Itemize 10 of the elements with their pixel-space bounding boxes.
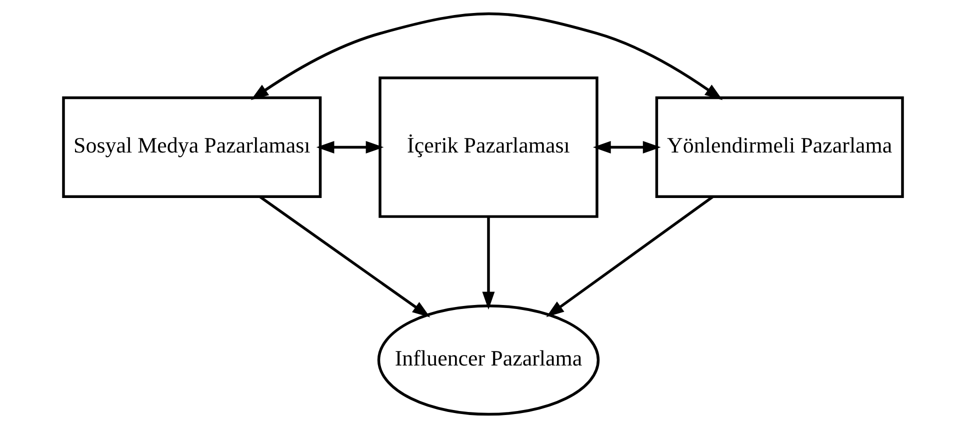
- arrow: [546, 196, 714, 318]
- node-box: Sosyal Medya Pazarlaması: [62, 96, 322, 198]
- node-box: İçerik Pazarlaması: [378, 76, 598, 218]
- arrow: [258, 196, 430, 318]
- arrow: [316, 140, 384, 154]
- node-box: Yönlendirmeli Pazarlama: [654, 96, 904, 198]
- node-ellipse: Influencer Pazarlama: [376, 304, 600, 416]
- arrow: [250, 12, 722, 100]
- arrow: [592, 140, 660, 154]
- arrow: [482, 216, 494, 310]
